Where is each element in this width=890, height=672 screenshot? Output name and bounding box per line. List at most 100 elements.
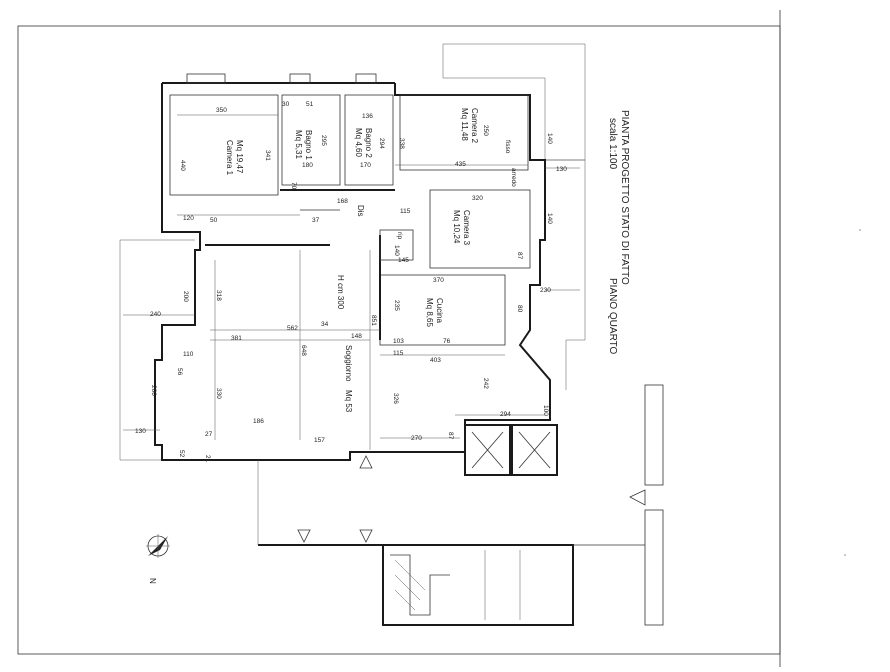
dim-37: 37 [312,217,320,224]
title-line3: PIANO QUARTO [607,278,618,355]
dim-242: 242 [482,378,489,389]
dim-440: 440 [179,160,186,171]
dim-435: 435 [455,161,466,168]
label-camera2-name: Camera 2 [470,108,479,144]
scan-dot-2 [844,554,846,556]
label-arredo: arredo [510,168,517,187]
label-bagno1-name: Bagno 1 [304,130,313,160]
label-cucina-name: Cucina [435,298,444,323]
dim-136: 136 [362,113,373,120]
label-camera1-area: Mq 19,47 [235,140,244,174]
dim-326: 326 [392,393,399,404]
dim-110: 110 [183,351,194,358]
dim-148: 148 [351,333,362,340]
dim-294b: 294 [500,411,511,418]
label-dis: Dis [356,205,365,217]
dim-648: 648 [300,345,307,356]
dim-100: 100 [542,405,549,416]
dim-851: 851 [370,315,377,326]
dim-140-260: 140 [546,133,553,144]
dim-170: 170 [360,162,371,169]
dim-330: 330 [215,388,222,399]
dim-34: 34 [321,321,329,328]
dim-240: 240 [150,311,161,318]
stairwell [382,544,574,626]
dim-562: 562 [287,325,298,332]
dim-145: 145 [398,257,409,264]
label-camera1-name: Camera 1 [225,140,234,176]
entry-arrow-2 [359,529,373,543]
dim-140: 140 [393,245,400,256]
room-camera3-outline [429,189,531,269]
dim-51: 51 [306,101,314,108]
elevator-1-cross-b [471,431,504,469]
dim-168: 168 [337,198,348,205]
stair-tread-3 [394,589,416,611]
dim-56: 56 [176,368,183,376]
label-bagno2-name: Bagno 2 [364,128,373,158]
title-line1: PIANTA PROGETTO STATO DI FATTO [619,110,630,285]
dim-87: 87 [516,252,523,260]
dim-200-260b: 200 [150,385,157,396]
north-arrow-icon [146,534,170,558]
dim-294: 294 [378,138,385,149]
dim-50: 50 [210,217,218,224]
dim-21: 21 [204,455,211,463]
dim-76: 76 [443,338,451,345]
dim-27: 27 [205,431,213,438]
label-soggiorno-area: Mq 53 [344,390,353,413]
right-pillar [644,384,664,486]
room-bagno1-outline [281,94,341,186]
dim-186: 186 [253,418,264,425]
dim-120: 120 [183,215,194,222]
elevator-2 [511,424,558,476]
dim-318: 318 [215,290,222,301]
dim-350: 350 [216,107,227,114]
elevator-1 [464,424,511,476]
dim-403: 403 [430,357,441,364]
dim-130b: 130 [135,428,146,435]
label-camera2-area: Mq 11,48 [460,108,469,141]
entry-arrow-3 [359,455,373,469]
dim-70: 70 [290,182,297,190]
left-balcony [119,239,195,461]
entry-arrow-right [629,489,646,506]
dim-320: 320 [472,195,483,202]
balcony-outline [442,43,586,161]
dim-338: 338 [398,138,405,149]
dim-52: 52 [178,450,185,458]
north-label: N [148,578,157,584]
balcony-edge [545,159,586,390]
label-soggiorno-name: Soggiorno [344,345,353,382]
title-line2: scala 1:100 [607,118,618,170]
dim-235: 235 [393,300,400,311]
room-rip-outline [379,229,414,261]
dim-250: 250 [482,125,489,136]
label-height: H cm 300 [336,275,345,310]
dim-80-260: 80 [516,305,523,313]
right-pillar-2 [644,509,664,626]
elevator-2-cross-b [518,431,551,469]
dim-295: 295 [320,135,327,146]
dim-270: 270 [411,435,422,442]
dim-381: 381 [231,335,242,342]
dim-87b: 87 [447,432,454,440]
dim-341: 341 [264,150,271,161]
dim-115: 115 [400,208,411,215]
stair-tread-2 [394,574,421,601]
label-fisso: fisso [504,140,511,154]
dim-200-260: 200 [182,291,189,302]
dim-130: 130 [556,166,567,173]
dim-115b: 115 [393,350,404,357]
scan-dot [859,229,861,231]
label-camera3-name: Camera 3 [462,210,471,246]
entry-arrow-1 [297,529,311,543]
dim-30: 30 [282,101,290,108]
stair-tread-1 [394,559,426,591]
stair-flight [390,554,450,616]
label-bagno2-area: Mq 4,60 [354,128,363,157]
window-bagno1 [289,73,311,84]
label-cucina-area: Mq 8,65 [425,298,434,327]
